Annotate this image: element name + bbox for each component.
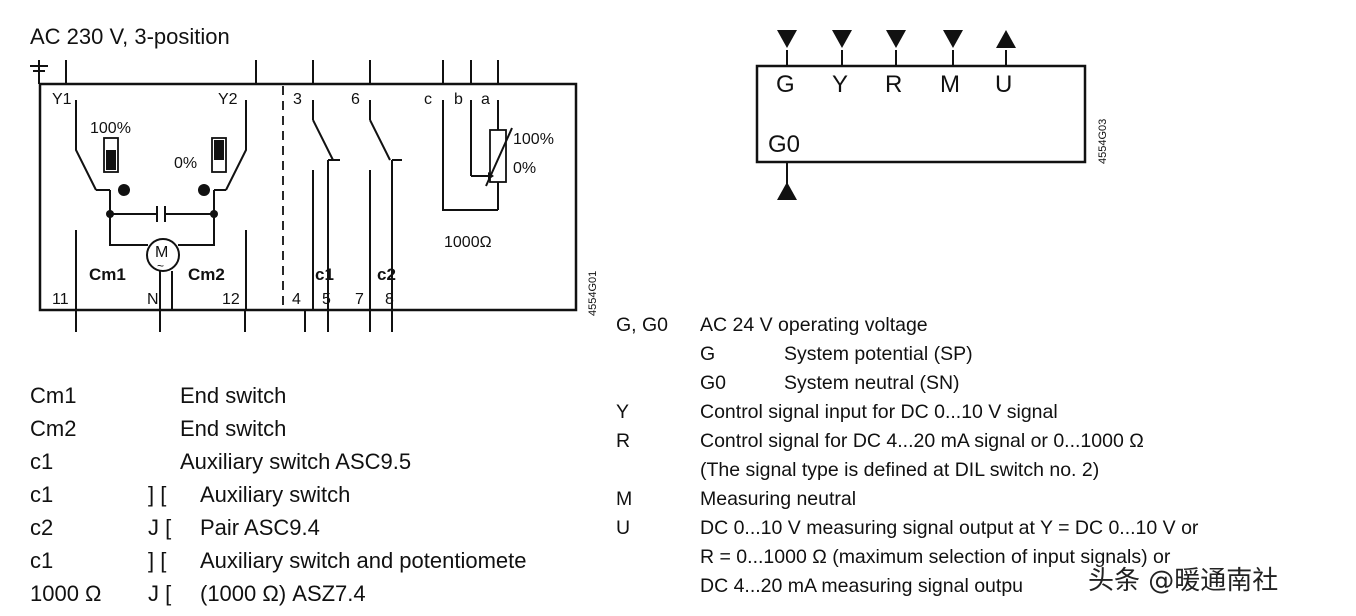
legend-code: Cm2 xyxy=(30,416,76,441)
legend-code: c1 xyxy=(30,482,53,507)
legend-code: c1 xyxy=(30,449,53,474)
legend-code: 1000 Ω xyxy=(30,581,102,606)
pot-100-label: 100% xyxy=(513,131,554,148)
legend-desc: Auxiliary switch ASC9.5 xyxy=(180,449,411,474)
terminal-label: N xyxy=(147,291,159,308)
legend-desc: (The signal type is defined at DIL switc… xyxy=(700,459,1099,481)
legend-code: c1 xyxy=(30,548,53,573)
legend-bracket: J [ xyxy=(148,581,171,606)
legend-code: Y xyxy=(616,401,629,423)
drawing-code-left: 4554G01 xyxy=(587,271,599,316)
dip-switch-0 xyxy=(211,137,227,173)
legend-desc: DC 4...20 mA measuring signal outpu xyxy=(700,575,1023,597)
legend-code: G0 xyxy=(700,372,726,394)
terminal-g0: G0 xyxy=(768,131,800,158)
legend-desc: DC 0...10 V measuring signal output at Y… xyxy=(700,517,1199,539)
resistance-label: 1000Ω xyxy=(444,234,492,251)
cm1-label: Cm1 xyxy=(89,265,126,284)
legend-bracket: ] [ xyxy=(148,482,166,507)
legend-desc: Control signal for DC 4...20 mA signal o… xyxy=(700,430,1144,452)
legend-code: U xyxy=(616,517,630,539)
legend-code: G xyxy=(700,343,715,365)
legend-code: Cm1 xyxy=(30,383,76,408)
arrow-up-icon xyxy=(777,182,797,200)
terminal-label: 5 xyxy=(322,291,331,308)
dip-switch-100 xyxy=(103,137,119,173)
terminal-label: 7 xyxy=(355,291,364,308)
terminal-label: b xyxy=(454,91,463,108)
ground-icon xyxy=(30,60,48,84)
terminal-y: Y xyxy=(832,71,848,98)
legend-desc: End switch xyxy=(180,416,286,441)
potentiometer xyxy=(489,129,507,183)
drawing-code-right: 4554G03 xyxy=(1097,119,1109,164)
terminal-label: 8 xyxy=(385,291,394,308)
legend-desc: Auxiliary switch xyxy=(200,482,350,507)
legend-desc: R = 0...1000 Ω (maximum selection of inp… xyxy=(700,546,1171,568)
arrow-down-icon xyxy=(886,30,906,48)
label-100-left: 100% xyxy=(90,120,131,137)
legend-bracket: ] [ xyxy=(148,548,166,573)
arrow-down-icon xyxy=(832,30,852,48)
terminal-label: a xyxy=(481,91,490,108)
terminal-label: Y1 xyxy=(52,91,72,108)
legend-desc: End switch xyxy=(180,383,286,408)
left-legend: Cm1 End switch Cm2 End switch c1 Auxilia… xyxy=(30,383,527,606)
controller-housing xyxy=(755,64,1087,164)
terminal-r: R xyxy=(885,71,902,98)
legend-desc: (1000 Ω) ASZ7.4 xyxy=(200,581,366,606)
terminal-label: 12 xyxy=(222,291,240,308)
motor-icon xyxy=(146,238,180,272)
terminal-label: 3 xyxy=(293,91,302,108)
svg-text:~: ~ xyxy=(157,259,164,273)
terminal-label: 4 xyxy=(292,291,301,308)
left-diagram-title: AC 230 V, 3-position xyxy=(30,24,230,49)
legend-desc: AC 24 V operating voltage xyxy=(700,314,928,336)
watermark: 头条 @暖通南社 xyxy=(1088,566,1279,596)
legend-code: c2 xyxy=(30,515,53,540)
left-diagram xyxy=(30,60,578,332)
terminal-label: c xyxy=(424,91,432,108)
right-diagram xyxy=(755,50,1087,184)
right-legend: G, G0 AC 24 V operating voltage G System… xyxy=(616,314,1199,597)
terminal-label: Y2 xyxy=(218,91,238,108)
arrow-down-icon xyxy=(777,30,797,48)
cm2-label: Cm2 xyxy=(188,265,225,284)
c1-label: c1 xyxy=(315,265,334,284)
legend-desc: System potential (SP) xyxy=(784,343,973,365)
actuator-housing xyxy=(38,82,578,312)
arrow-up-icon xyxy=(996,30,1016,48)
terminal-label: 11 xyxy=(52,291,69,308)
legend-desc: System neutral (SN) xyxy=(784,372,960,394)
legend-desc: Pair ASC9.4 xyxy=(200,515,320,540)
legend-desc: Measuring neutral xyxy=(700,488,856,510)
motor-label: M xyxy=(155,244,168,261)
label-0-left: 0% xyxy=(174,155,197,172)
c2-label: c2 xyxy=(377,265,396,284)
arrow-down-icon xyxy=(943,30,963,48)
pot-0-label: 0% xyxy=(513,160,536,177)
terminal-label: 6 xyxy=(351,91,360,108)
legend-code: G, G0 xyxy=(616,314,668,336)
legend-desc: Auxiliary switch and potentiomete xyxy=(200,548,527,573)
legend-bracket: J [ xyxy=(148,515,171,540)
terminal-g: G xyxy=(776,71,795,98)
terminal-m: M xyxy=(940,71,960,98)
legend-code: M xyxy=(616,488,632,510)
terminal-arrows xyxy=(777,30,1016,200)
legend-code: R xyxy=(616,430,630,452)
terminal-u: U xyxy=(995,71,1012,98)
legend-desc: Control signal input for DC 0...10 V sig… xyxy=(700,401,1058,423)
